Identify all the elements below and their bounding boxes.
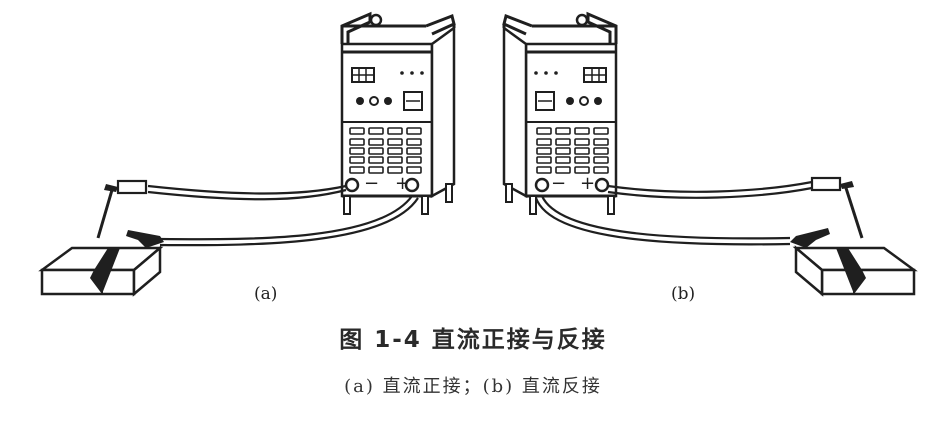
figure-title: 图 1-4 直流正接与反接 — [339, 327, 607, 353]
subfigure-a: − + — [40, 12, 456, 296]
figure-caption: (a) 直流正接；(b) 直流反接 — [344, 376, 602, 397]
plus-terminal-b: + — [580, 173, 595, 194]
minus-terminal-a: − — [364, 173, 379, 194]
workpiece-a — [40, 246, 162, 296]
subfigure-label-b: (b) — [671, 284, 696, 304]
minus-terminal-b: − — [551, 173, 566, 194]
subfigure-label-a: (a) — [254, 284, 278, 304]
subfigure-b: − + — [502, 12, 916, 296]
workpiece-b — [794, 246, 916, 296]
